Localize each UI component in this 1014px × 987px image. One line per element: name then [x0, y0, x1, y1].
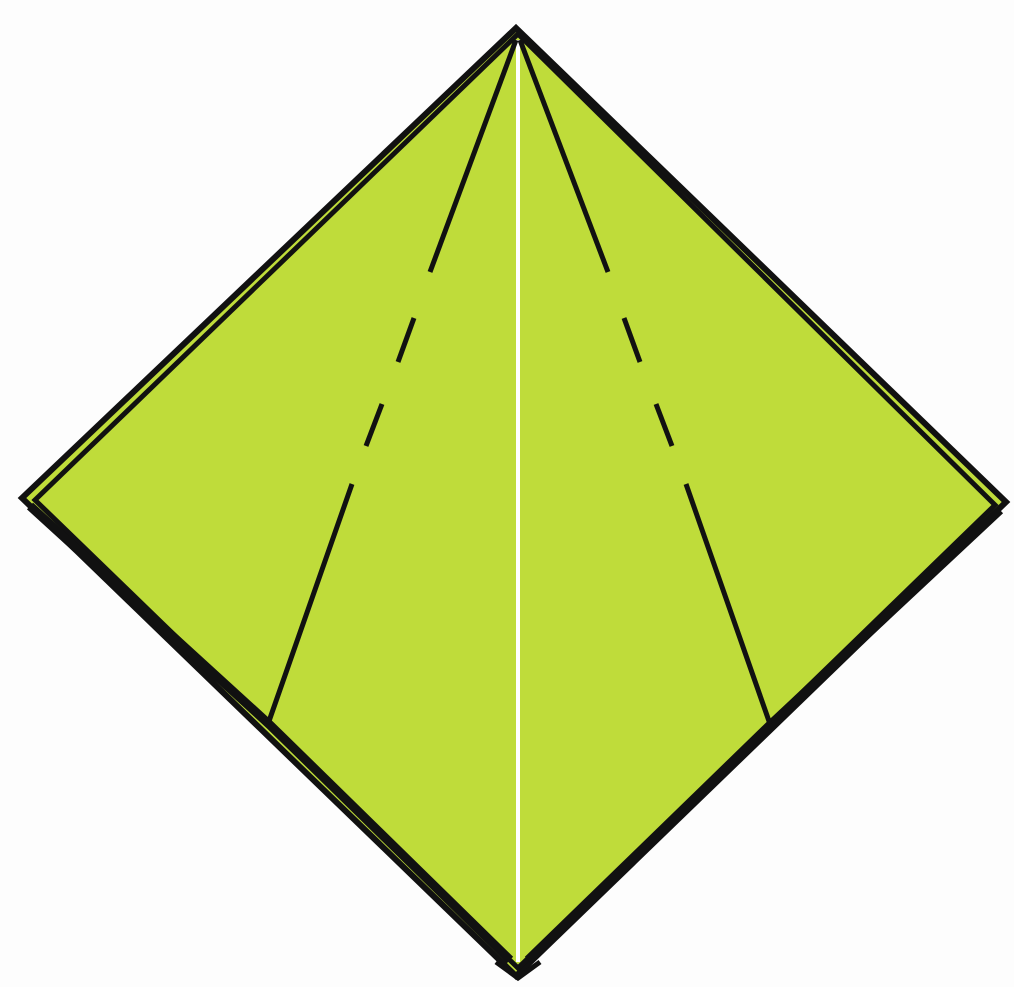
paper-front-layer: [35, 34, 995, 968]
